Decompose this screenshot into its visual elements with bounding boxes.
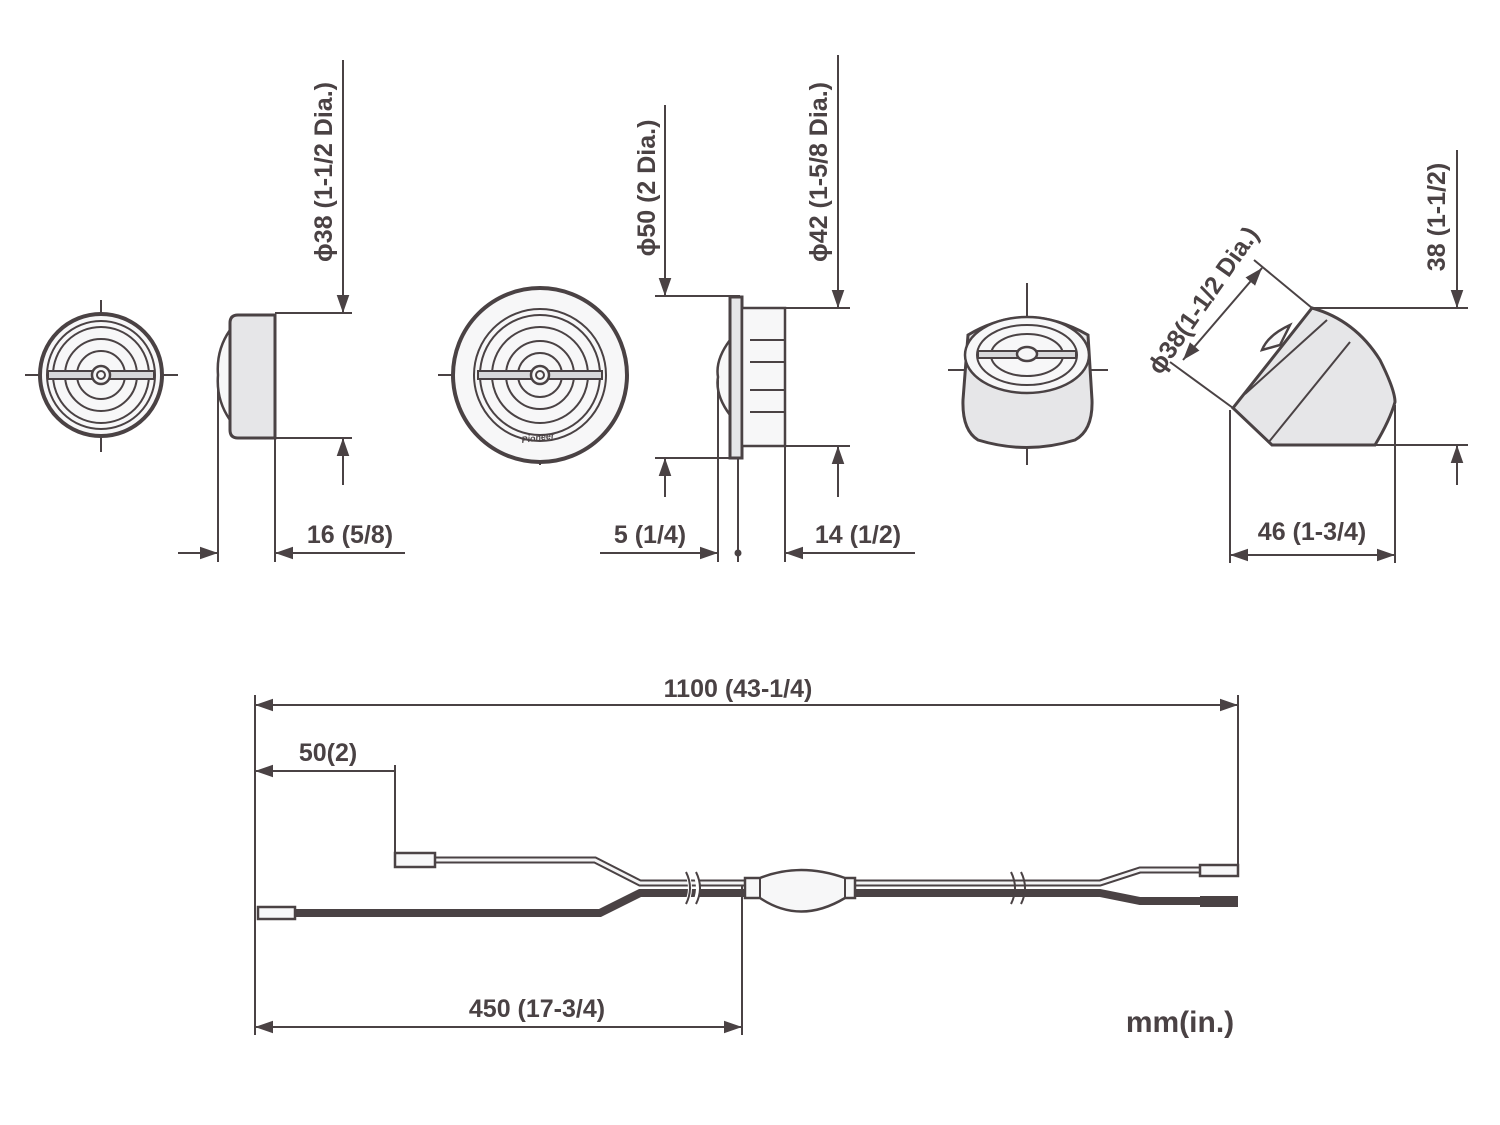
network-filter <box>743 868 857 913</box>
view1-front-tweeter <box>25 300 178 452</box>
view2-flange-label: 5 (1/4) <box>614 521 686 549</box>
view2-front-tweeter: Pioneer <box>438 286 629 465</box>
view2-outer-diameter-label: ϕ50 (2 Dia.) <box>633 120 661 257</box>
view2-inner-diameter-label: ϕ42 (1-5/8 Dia.) <box>805 82 833 262</box>
upper-connector <box>393 851 437 869</box>
view2-depth-label: 14 (1/2) <box>815 521 901 549</box>
view4-height-label: 38 (1-1/2) <box>1423 163 1451 271</box>
pioneer-logo: Pioneer <box>521 430 556 445</box>
cable-diagram: 1100 (43-1/4) 50(2) 450 (17-3/4) mm(in.) <box>254 675 1240 1039</box>
view4-angled-side-tweeter: ϕ38(1-1/2 Dia.) 38 (1-1/2) 46 (1-3/4) <box>1142 150 1468 563</box>
view4-diameter-label: ϕ38(1-1/2 Dia.) <box>1142 222 1264 380</box>
view3-angled-front-tweeter <box>948 283 1108 465</box>
view2-side-tweeter: ϕ50 (2 Dia.) ϕ42 (1-5/8 Dia.) 5 (1/4) 14… <box>600 55 915 562</box>
unit-label: mm(in.) <box>1126 1006 1234 1039</box>
cable-offset-label: 50(2) <box>299 739 357 767</box>
view4-depth-label: 46 (1-3/4) <box>1258 518 1366 546</box>
cable-total-label: 1100 (43-1/4) <box>664 675 813 703</box>
view1-depth-label: 16 (5/8) <box>307 521 393 549</box>
view1-diameter-label: ϕ38 (1-1/2 Dia.) <box>310 82 338 262</box>
lower-connector <box>256 905 297 921</box>
view1-side-tweeter: ϕ38 (1-1/2 Dia.) 16 (5/8) <box>178 60 405 562</box>
cable-network-label: 450 (17-3/4) <box>469 995 605 1023</box>
